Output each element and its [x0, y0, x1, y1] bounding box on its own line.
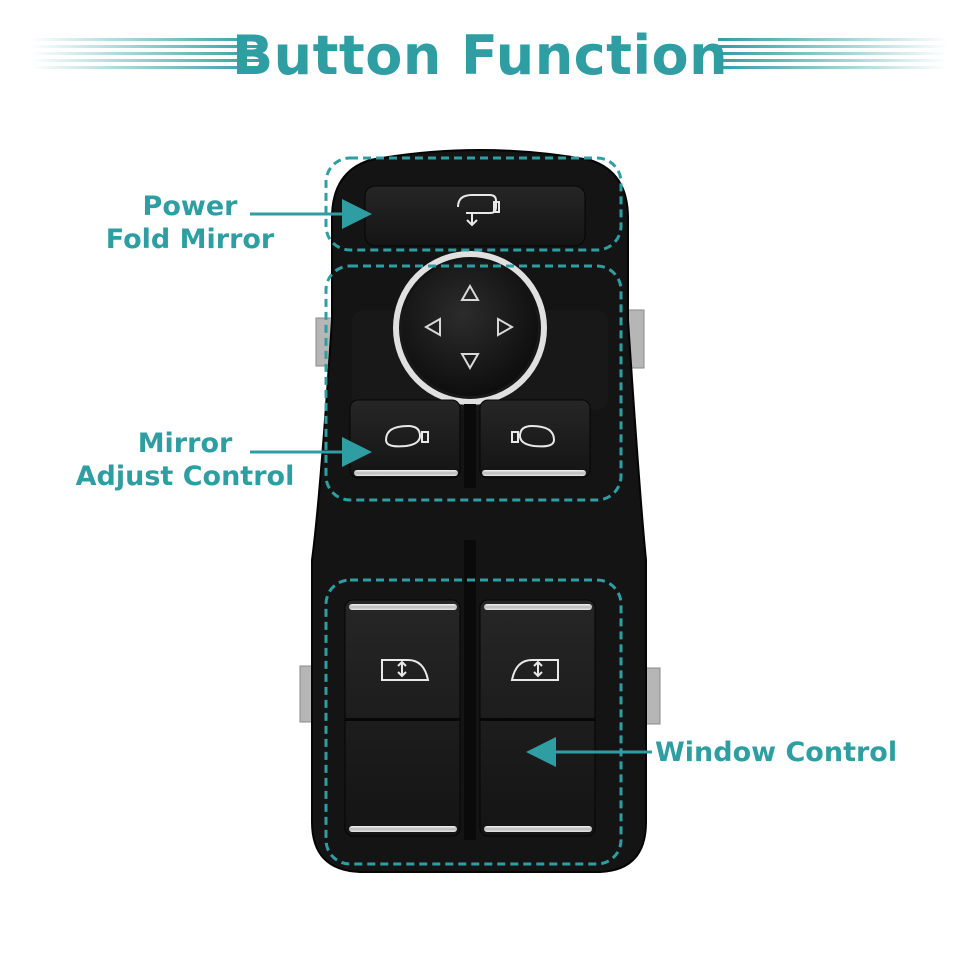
- page-title: Button Function: [231, 24, 729, 87]
- down-arrow-icon: [460, 353, 480, 371]
- mirror-knob-ring: [393, 251, 547, 405]
- label-mirror-line2: Adjust Control: [75, 461, 295, 492]
- right-mirror-chrome-trim: [482, 470, 586, 476]
- left-arrow-icon: [423, 317, 441, 337]
- right-window-chrome-bottom: [484, 826, 592, 832]
- left-window-chrome-bottom: [349, 826, 457, 832]
- left-window-split: [345, 718, 460, 721]
- label-power-line1: Power: [142, 191, 238, 222]
- left-mirror-icon: [384, 424, 429, 448]
- label-power-fold: Power Fold Mirror: [100, 190, 280, 256]
- left-mirror-button[interactable]: [349, 399, 461, 479]
- window-divider: [464, 540, 476, 840]
- mirror-divider: [464, 404, 476, 488]
- mirror-adjust-knob[interactable]: [402, 260, 538, 396]
- mirror-fold-icon: [457, 194, 500, 227]
- up-arrow-icon: [460, 283, 480, 301]
- label-window-control: Window Control: [655, 737, 898, 768]
- right-arrow-icon: [497, 317, 515, 337]
- label-mirror-adjust: Mirror Adjust Control: [70, 427, 300, 493]
- label-mirror-line1: Mirror: [137, 428, 233, 459]
- left-window-chrome-top: [349, 604, 457, 610]
- highlight-power-fold: [324, 156, 623, 252]
- label-power-line2: Fold Mirror: [105, 224, 275, 255]
- right-mirror-icon: [511, 424, 556, 448]
- left-mirror-chrome-trim: [354, 470, 458, 476]
- right-mirror-button[interactable]: [479, 399, 591, 479]
- left-window-icon: [381, 659, 430, 681]
- right-window-split: [480, 718, 595, 721]
- title-decoration-right: [718, 38, 948, 72]
- title-decoration-left: [30, 38, 260, 72]
- right-window-chrome-top: [484, 604, 592, 610]
- highlight-window-control: [324, 578, 623, 866]
- highlight-mirror-adjust: [324, 264, 623, 502]
- right-window-icon: [510, 659, 559, 681]
